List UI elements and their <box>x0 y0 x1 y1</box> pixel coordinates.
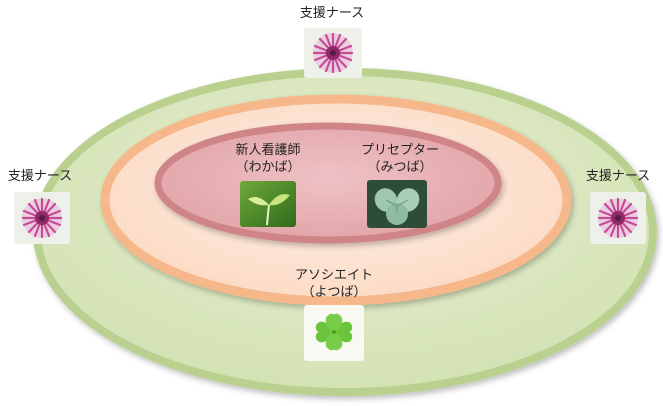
flower-icon <box>304 28 362 78</box>
support-nurse-right-label: 支援ナース <box>585 169 651 184</box>
new-nurse-label: 新人看護師 （わかば） <box>226 142 310 176</box>
preceptor-label-line1: プリセプター <box>360 143 439 158</box>
sprout-icon <box>240 181 296 227</box>
associate-label: アソシエイト （よつば） <box>288 267 380 301</box>
associate-label-line2: （よつば） <box>301 285 367 300</box>
preceptor-label-line2: （みつば） <box>367 160 433 175</box>
support-nurse-left-label: 支援ナース <box>7 169 73 184</box>
associate-label-line1: アソシエイト <box>294 268 373 283</box>
support-nurse-top-label: 支援ナース <box>299 6 365 21</box>
new-nurse-label-line1: 新人看護師 <box>235 143 301 158</box>
new-nurse-label-line2: （わかば） <box>235 160 301 175</box>
flower-icon <box>590 192 646 244</box>
flower-icon <box>14 192 70 244</box>
three-leaf-clover-icon <box>367 180 427 228</box>
preceptor-label: プリセプター （みつば） <box>354 142 446 176</box>
inner-ellipse <box>154 122 502 244</box>
four-leaf-clover-icon <box>304 305 364 361</box>
